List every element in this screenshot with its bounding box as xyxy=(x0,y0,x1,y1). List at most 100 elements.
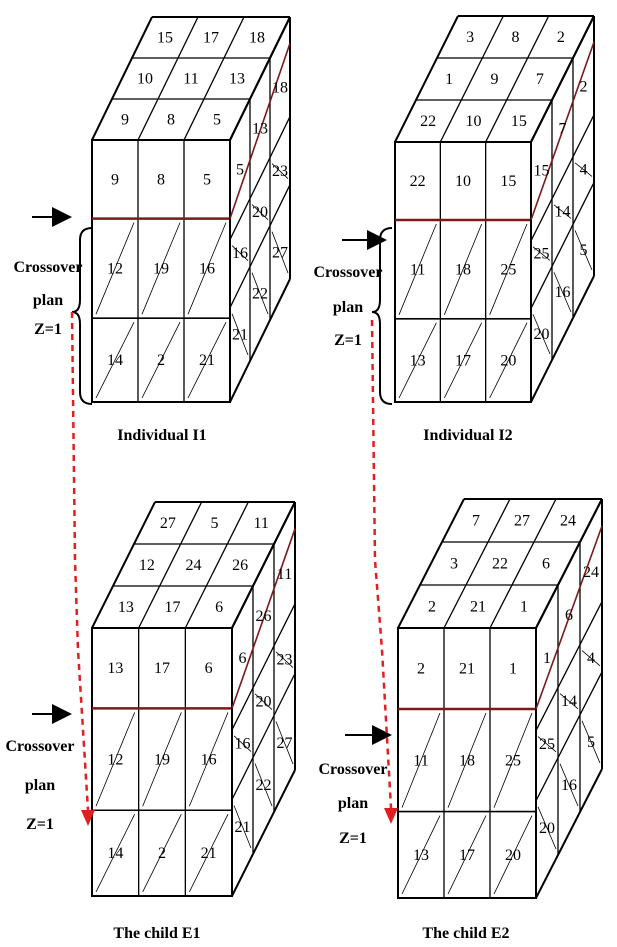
side-cell-value: 5 xyxy=(587,734,595,751)
top-cell-value: 5 xyxy=(213,112,221,129)
side-grid-line xyxy=(231,501,296,629)
top-cell-value: 6 xyxy=(542,556,550,573)
hatch-line xyxy=(254,763,273,807)
side-grid-line xyxy=(229,116,291,240)
side-grid-line xyxy=(229,278,291,403)
front-cell-value: 22 xyxy=(410,173,426,190)
side-cell-value: 4 xyxy=(580,162,588,179)
crossover-label-e2: Crossover plan Z=1 xyxy=(318,761,387,847)
side-cell-value: 16 xyxy=(555,284,571,301)
side-cell-value: 21 xyxy=(232,326,248,343)
side-grid-line xyxy=(229,184,291,308)
top-cell-value: 11 xyxy=(183,71,198,88)
side-crossover-line xyxy=(530,41,595,221)
top-grid-line xyxy=(439,15,504,143)
side-cell-value: 1 xyxy=(543,650,551,667)
hatch-line xyxy=(443,322,483,399)
front-cell-value: 19 xyxy=(153,260,169,277)
front-cell-value: 21 xyxy=(199,352,215,369)
side-cell-value: 23 xyxy=(272,163,288,180)
front-cell-value: 13 xyxy=(410,352,426,369)
svg-text:Z=1: Z=1 xyxy=(339,830,367,847)
side-cell-value: 26 xyxy=(256,608,272,625)
top-cell-value: 12 xyxy=(139,557,155,574)
front-cell-value: 18 xyxy=(459,752,475,769)
side-crossover-line xyxy=(229,42,291,219)
brace-i2 xyxy=(371,227,393,405)
hatch-line xyxy=(532,246,551,261)
svg-text:plan: plan xyxy=(333,299,363,316)
side-cell-value: 5 xyxy=(580,242,588,259)
front-cell-value: 19 xyxy=(154,751,170,768)
top-cell-value: 15 xyxy=(511,113,527,130)
hatch-line xyxy=(559,693,579,710)
side-grid-line xyxy=(535,768,603,899)
side-grid-line xyxy=(231,603,296,731)
top-cell-value: 13 xyxy=(118,599,134,616)
side-cell-value: 7 xyxy=(559,120,567,137)
cube-caption-i1: Individual I1 xyxy=(117,427,206,444)
side-cell-value: 11 xyxy=(277,566,292,583)
top-cell-value: 7 xyxy=(472,513,480,530)
top-cell-value: 3 xyxy=(450,556,458,573)
hatch-line xyxy=(537,736,557,753)
top-cell-value: 9 xyxy=(491,71,499,88)
side-cell-value: 16 xyxy=(561,777,577,794)
hatch-line xyxy=(95,222,135,315)
front-cell-value: 12 xyxy=(107,751,123,768)
top-grid-line xyxy=(489,498,557,629)
side-grid-line xyxy=(530,114,595,242)
hatch-line xyxy=(532,314,551,355)
front-cell-value: 21 xyxy=(459,661,475,678)
hatch-line xyxy=(187,222,227,315)
hatch-line xyxy=(95,712,136,807)
hatch-line xyxy=(443,223,483,315)
top-cell-value: 17 xyxy=(203,30,219,47)
front-cell-value: 16 xyxy=(201,751,217,768)
top-grid-line xyxy=(183,16,245,141)
side-grid-line xyxy=(530,275,595,403)
hatch-line xyxy=(581,650,601,667)
front-cell-value: 25 xyxy=(505,752,521,769)
top-cell-value: 22 xyxy=(492,556,508,573)
hatch-line xyxy=(142,712,182,807)
hatch-line xyxy=(141,222,181,315)
front-cell-value: 10 xyxy=(455,173,471,190)
front-cell-value: 5 xyxy=(203,171,211,188)
top-cell-value: 18 xyxy=(249,30,265,47)
top-grid-line xyxy=(397,498,465,629)
hatch-line xyxy=(231,245,249,261)
front-cell-value: 21 xyxy=(201,845,217,862)
side-cell-value: 25 xyxy=(534,246,550,263)
top-cell-value: 2 xyxy=(428,599,436,616)
hatch-line xyxy=(254,693,273,710)
top-grid-line xyxy=(485,15,550,143)
front-cell-value: 17 xyxy=(459,847,475,864)
hatch-line xyxy=(233,735,252,752)
side-cell-value: 20 xyxy=(534,326,550,343)
svg-text:Crossover: Crossover xyxy=(13,259,82,276)
hatch-line xyxy=(581,720,601,764)
side-cell-value: 4 xyxy=(587,650,595,667)
top-cell-value: 27 xyxy=(160,515,176,532)
svg-text:Z=1: Z=1 xyxy=(34,321,62,338)
svg-text:Z=1: Z=1 xyxy=(334,332,362,349)
hatch-line xyxy=(398,322,437,399)
top-cell-value: 5 xyxy=(211,515,219,532)
top-cell-value: 17 xyxy=(165,599,181,616)
hatch-line xyxy=(187,321,227,399)
hatch-line xyxy=(141,321,181,399)
side-cell-value: 24 xyxy=(583,564,599,581)
side-cell-value: 18 xyxy=(272,79,288,96)
top-cell-value: 10 xyxy=(137,71,153,88)
side-grid-line xyxy=(535,601,603,731)
front-cell-value: 9 xyxy=(111,171,119,188)
side-grid-line xyxy=(535,671,603,802)
side-grid-line xyxy=(535,498,603,629)
hatch-line xyxy=(398,223,437,315)
side-cell-value: 2 xyxy=(580,78,588,95)
side-cell-value: 27 xyxy=(277,735,293,752)
hatch-line xyxy=(233,805,252,849)
